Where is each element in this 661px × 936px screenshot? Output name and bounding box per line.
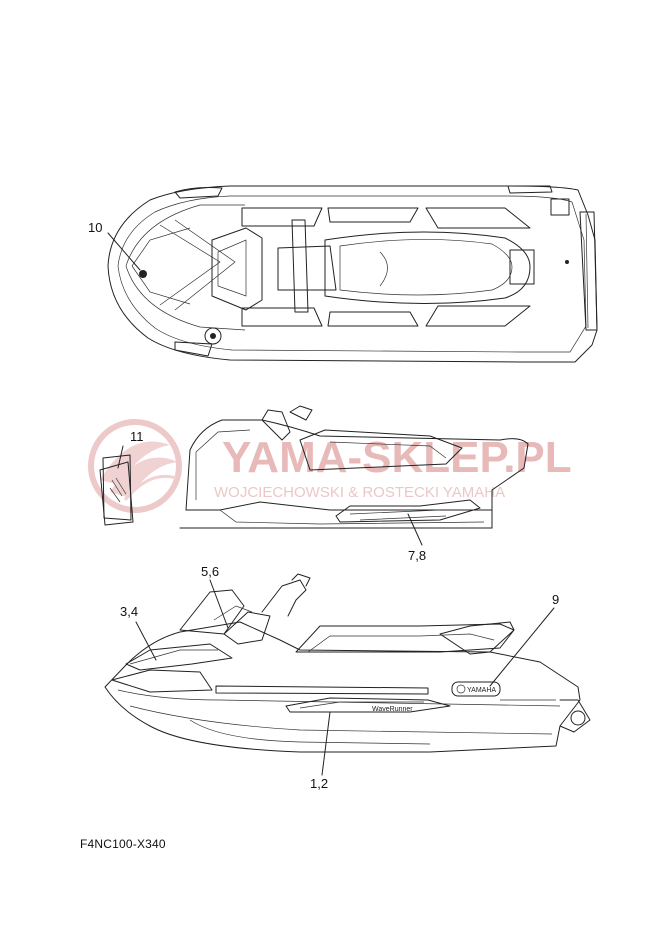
watermark: YAMA-SKLEP.PL WOJCIECHOWSKI & ROSTECKI Y… — [88, 419, 572, 513]
leader-line-10 — [107, 232, 141, 271]
leader-line-3-4 — [135, 621, 157, 661]
hull-decal-text: WaveRunner — [372, 706, 413, 713]
leader-line-9 — [489, 607, 555, 687]
callout-9: 9 — [552, 592, 559, 607]
leader-line-7-8 — [407, 513, 423, 546]
callout-5-6: 5,6 — [201, 564, 219, 579]
callout-10: 10 — [88, 220, 102, 235]
watermark-logo — [88, 419, 182, 513]
watermark-sub-text: WOJCIECHOWSKI & ROSTECKI YAMAHA — [214, 484, 505, 501]
callout-11: 11 — [130, 429, 144, 444]
callout-7-8: 7,8 — [408, 548, 426, 563]
watermark-main-text: YAMA-SKLEP.PL — [222, 433, 572, 482]
leader-line-5-6 — [209, 579, 229, 629]
callout-3-4: 3,4 — [120, 604, 138, 619]
leader-line-1-2 — [321, 711, 331, 776]
callout-1-2: 1,2 — [310, 776, 328, 791]
emblem-text: YAMAHA — [467, 687, 496, 694]
leader-line-11 — [117, 445, 124, 469]
diagram-code: F4NC100-X340 — [80, 837, 166, 851]
top-view-watercraft — [107, 185, 598, 363]
side-view-right: WaveRunner YAMAHA — [104, 573, 591, 753]
side-view-left — [179, 405, 529, 529]
